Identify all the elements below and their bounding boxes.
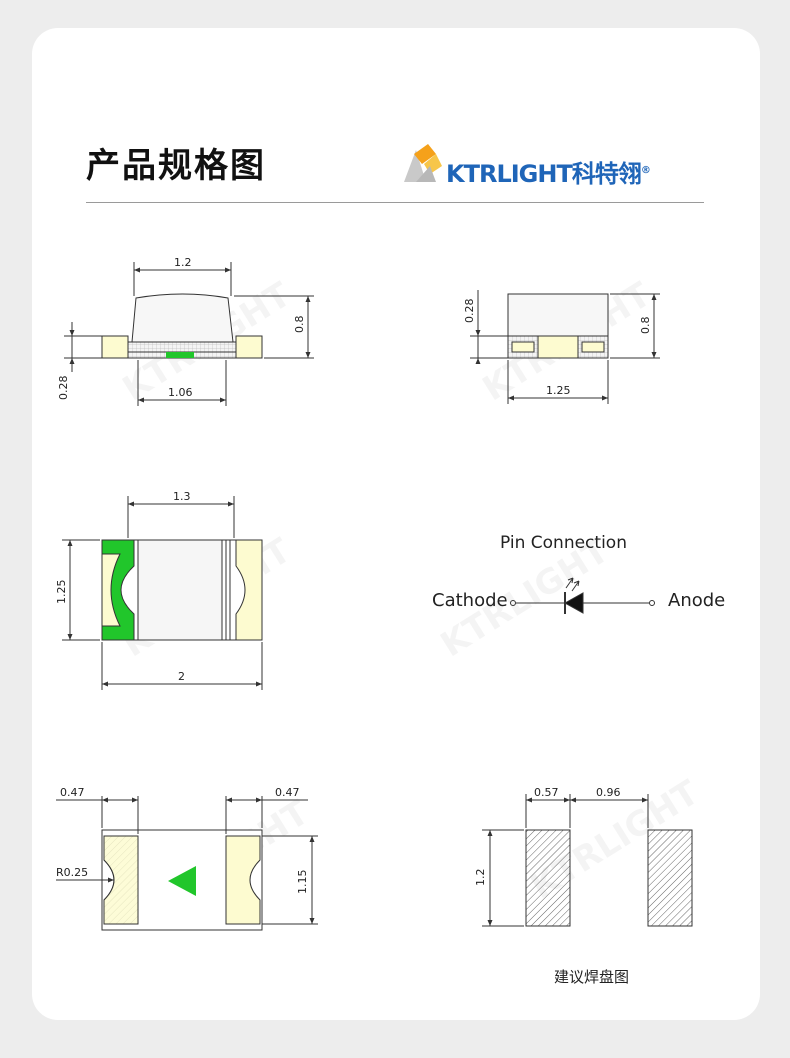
end-center-pad <box>537 335 579 359</box>
end-left-tab <box>511 341 535 353</box>
side-view-drawing <box>64 262 314 406</box>
end-lens-body <box>507 293 609 337</box>
side-right-pad <box>235 335 263 359</box>
brand-mark-icon <box>404 144 442 182</box>
top-lens-area <box>137 539 223 641</box>
anode-terminal <box>649 600 655 606</box>
polarity-triangle-icon <box>168 866 196 896</box>
diode-triangle-icon <box>563 592 584 614</box>
bottom-left-pad-label: 0.47 <box>60 786 85 799</box>
top-view-drawing <box>62 496 263 690</box>
pin-connection-schematic <box>510 577 655 614</box>
solder-pad-gap-label: 0.96 <box>596 786 621 799</box>
side-height-label: 0.8 <box>293 316 306 334</box>
header-divider <box>86 202 704 203</box>
solder-pad-caption: 建议焊盘图 <box>554 968 629 986</box>
bottom-right-pad-label: 0.47 <box>275 786 300 799</box>
top-right-pad <box>235 539 263 641</box>
side-top-width-label: 1.2 <box>174 256 192 269</box>
side-lens-body <box>131 293 234 343</box>
bottom-radius-label: R0.25 <box>56 866 88 879</box>
page-title: 产品规格图 <box>86 146 266 186</box>
brand-registered-mark: ® <box>640 165 651 176</box>
solder-pad-height-label: 1.2 <box>474 869 487 887</box>
solder-pad-right <box>647 829 693 927</box>
cathode-label: Cathode <box>432 590 508 611</box>
end-pad-height-label: 0.28 <box>463 299 476 324</box>
cathode-terminal <box>510 600 516 606</box>
side-bottom-width-label: 1.06 <box>168 386 193 399</box>
top-left-pad <box>101 553 121 627</box>
emission-arrows-icon <box>565 577 580 592</box>
end-width-label: 1.25 <box>546 384 571 397</box>
end-view-drawing <box>470 290 660 404</box>
side-green-chip <box>166 352 194 358</box>
side-pad-height-label: 0.28 <box>57 376 70 401</box>
solder-pad-drawing <box>482 794 693 927</box>
bottom-height-label: 1.15 <box>296 870 309 895</box>
solder-pad-width-label: 0.57 <box>534 786 559 799</box>
top-inner-width-label: 1.3 <box>173 490 191 503</box>
brand-logo: KTRLIGHT科特翎® <box>402 140 712 188</box>
bottom-view-drawing <box>56 796 318 931</box>
anode-label: Anode <box>668 590 725 611</box>
solder-pad-left <box>525 829 571 927</box>
brand-name: KTRLIGHT科特翎® <box>446 160 651 188</box>
pin-connection-title: Pin Connection <box>500 533 627 553</box>
top-height-label: 1.25 <box>55 580 68 605</box>
side-left-pad <box>101 335 129 359</box>
bottom-right-pad <box>225 835 261 925</box>
end-height-label: 0.8 <box>639 317 652 335</box>
end-right-tab <box>581 341 605 353</box>
top-length-label: 2 <box>178 670 185 683</box>
